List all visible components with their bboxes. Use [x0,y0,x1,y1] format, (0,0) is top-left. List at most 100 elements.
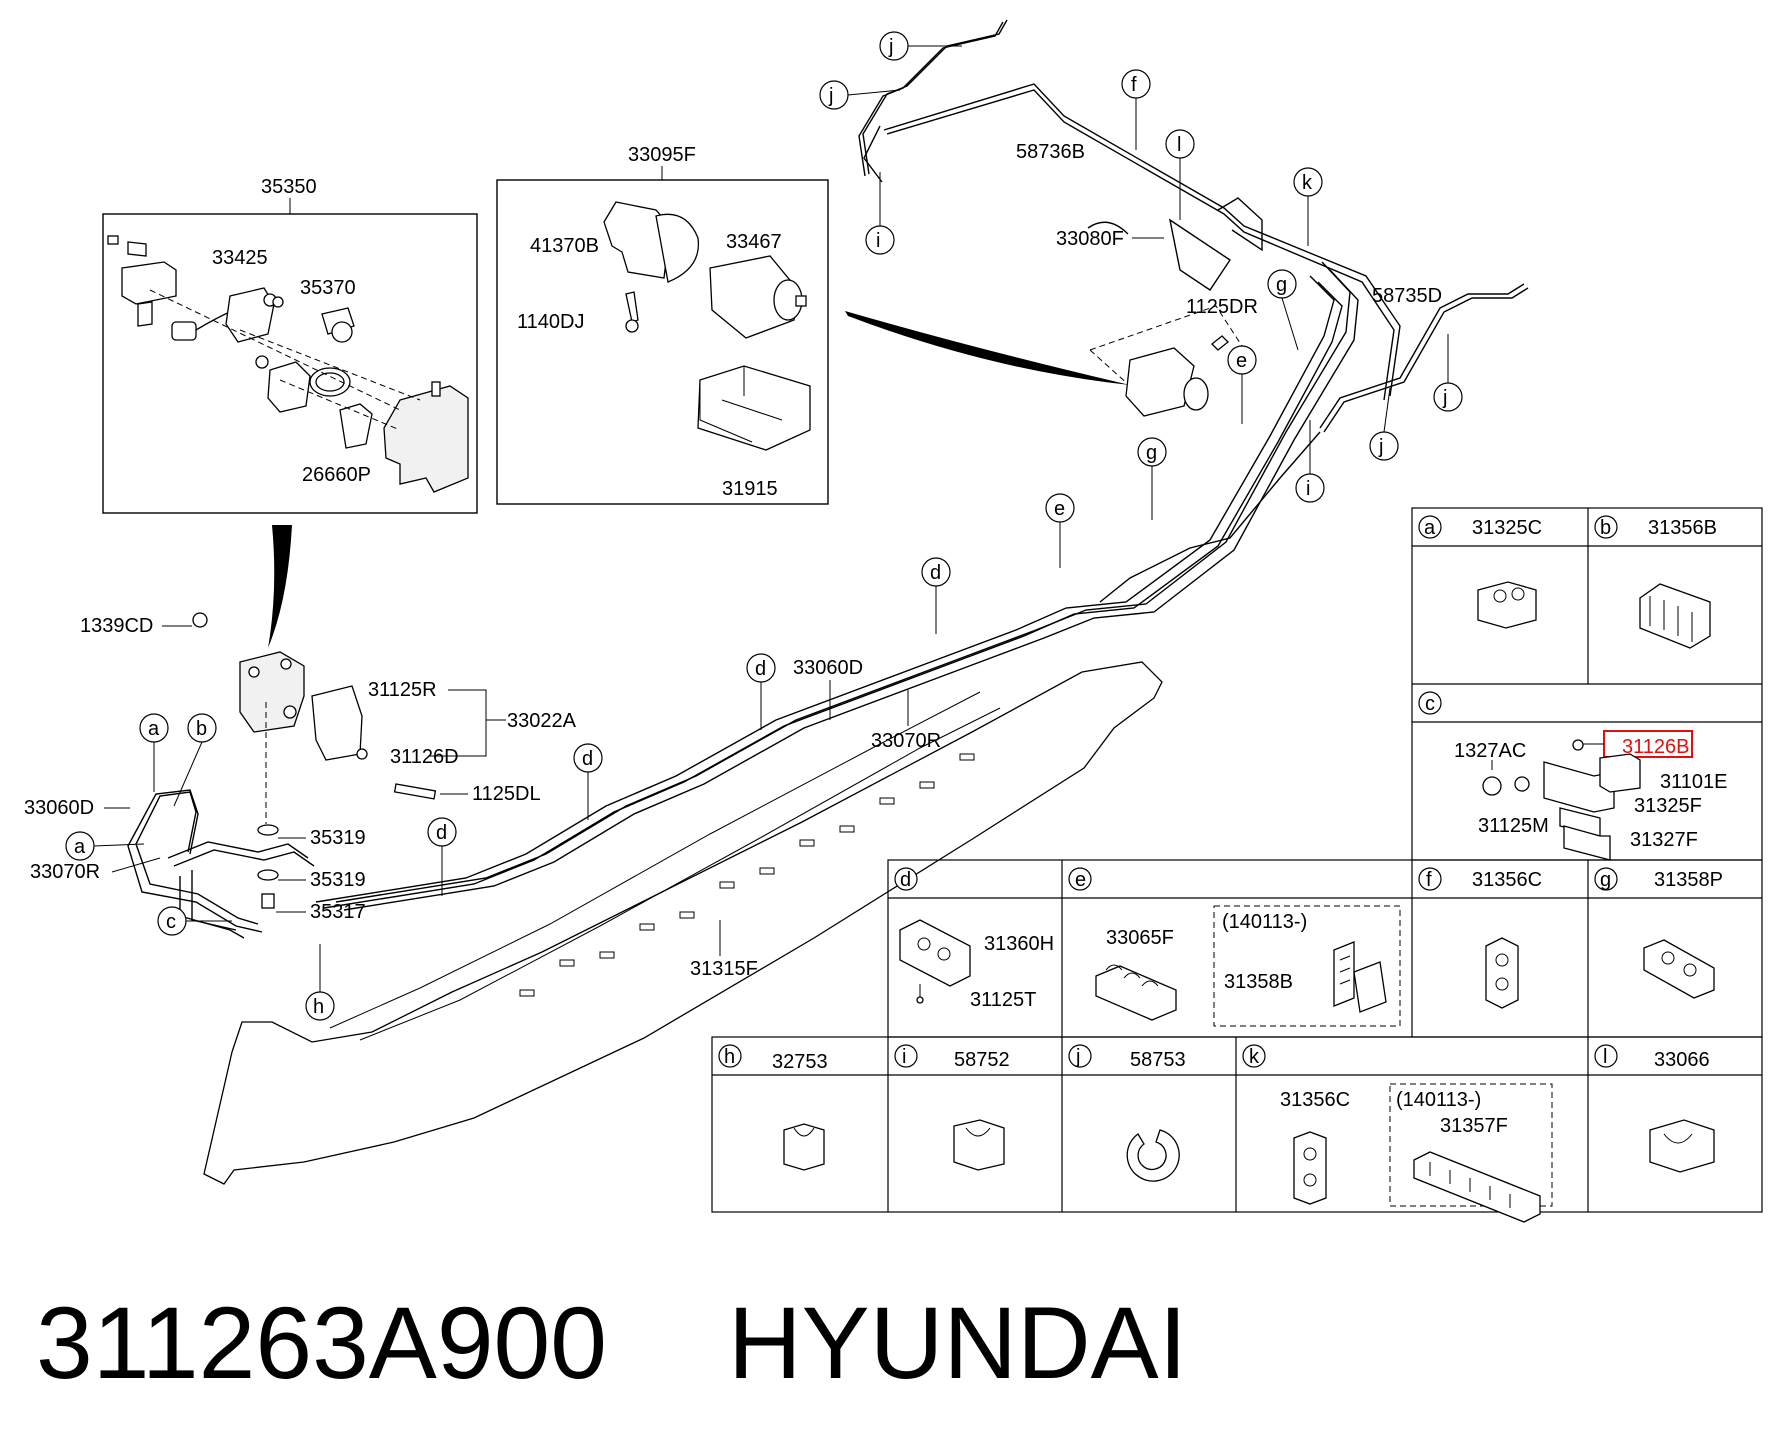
floor-rail-31315F: 31315F [203,661,1163,1185]
cell-c-31101E[interactable]: 31101E [1660,771,1727,793]
clip-table: a 31325C b 31356B c 1327AC 31126B 31101E… [711,507,1763,1223]
callout-35319-2[interactable]: 35319 [310,869,366,891]
cell-b-part[interactable]: 31356B [1648,517,1717,539]
letter-l: l [1177,134,1181,156]
callout-31915[interactable]: 31915 [722,478,778,500]
letter-b-1: b [196,718,207,740]
cell-c-31125M[interactable]: 31125M [1478,815,1549,837]
cell-k-31356C[interactable]: 31356C [1280,1089,1350,1111]
letter-j-4: j [1442,387,1447,409]
letter-bubbles-lower: a b a c h [65,713,335,1021]
letter-g-1: g [1276,274,1287,296]
cell-j-letter: j [1075,1046,1080,1068]
clip-33066-icon [1649,1119,1715,1173]
cell-g-part[interactable]: 31358P [1654,869,1723,891]
cell-j-part[interactable]: 58753 [1130,1049,1186,1071]
cell-i-part[interactable]: 58752 [954,1049,1010,1071]
upper-pipes [858,19,1529,603]
cell-d-31360H[interactable]: 31360H [984,933,1054,955]
callout-33467[interactable]: 33467 [726,231,782,253]
cell-e-letter: e [1075,869,1086,891]
letter-e-1: e [1236,350,1247,372]
pointer-wedge-33095F [845,311,1130,385]
letter-g-2: g [1146,442,1157,464]
letter-d-1: d [930,562,941,584]
callout-31125R[interactable]: 31125R [368,679,437,701]
callout-35370[interactable]: 35370 [300,277,356,299]
cell-c-letter: c [1425,693,1435,715]
clip-c-parts-icon [1482,739,1641,861]
pointer-wedge-35350 [268,525,292,648]
callout-33095F[interactable]: 33095F [628,144,696,166]
letter-f: f [1131,74,1137,96]
callout-26660P[interactable]: 26660P [302,464,371,486]
letter-h-1: h [313,996,324,1018]
callout-33070R-left[interactable]: 33070R [30,861,100,883]
hecu-assembly [192,612,437,909]
actuator-drawing [603,201,811,451]
callout-33425[interactable]: 33425 [212,247,268,269]
part-number-title: 311263A900 [36,1286,607,1400]
callout-33060D-center[interactable]: 33060D [793,657,863,679]
callout-33022A[interactable]: 33022A [507,710,577,732]
clip-31356C-k-icon [1293,1131,1327,1205]
cell-k-letter: k [1249,1046,1260,1068]
callout-1339CD[interactable]: 1339CD [80,615,153,637]
clip-33065F-icon [1095,964,1177,1021]
cell-b-letter: b [1600,517,1611,539]
callout-1125DR[interactable]: 1125DR [1186,296,1258,318]
cell-k-31357F[interactable]: 31357F [1440,1115,1508,1137]
callout-41370B[interactable]: 41370B [530,235,599,257]
callout-31315F[interactable]: 31315F [690,958,758,980]
cell-e-31358B[interactable]: 31358B [1224,971,1293,993]
clip-58752-icon [953,1119,1005,1171]
cell-f-letter: f [1426,869,1432,891]
clip-31356C-icon [1485,937,1519,1009]
callout-33070R-center[interactable]: 33070R [871,730,941,752]
clip-31357F-icon [1413,1151,1541,1223]
callout-31126D[interactable]: 31126D [390,746,459,768]
callout-58735D[interactable]: 58735D [1372,285,1442,307]
rail-slots [519,753,975,997]
cell-c-31327F[interactable]: 31327F [1630,829,1698,851]
cell-l-part[interactable]: 33066 [1654,1049,1710,1071]
letter-e-2: e [1054,498,1065,520]
inset-33095F: 33095F 41370B 33467 1140DJ 31915 [496,144,829,505]
cell-c-31325F[interactable]: 31325F [1634,795,1702,817]
cell-g-letter: g [1600,869,1611,891]
cell-d-31125T[interactable]: 31125T [970,989,1036,1011]
callout-35317[interactable]: 35317 [310,901,366,923]
letter-bubbles-upper: j j i f l k g e g e d d d [427,31,1463,896]
cell-c-1327AC[interactable]: 1327AC [1454,740,1526,762]
cell-h-part[interactable]: 32753 [772,1051,828,1073]
cell-a-part[interactable]: 31325C [1472,517,1542,539]
callout-1125DL[interactable]: 1125DL [472,783,541,805]
clip-31360H-icon [899,919,971,1004]
inset-35350: 35350 33425 35370 26660P [102,176,478,514]
cell-e-33065F[interactable]: 33065F [1106,927,1174,949]
callout-35350[interactable]: 35350 [261,176,317,198]
cell-d-letter: d [900,869,911,891]
cell-a-letter: a [1424,517,1436,539]
hecu-callouts: 1339CD 31125R 33022A 31126D 1125DL 33060… [24,615,941,923]
callout-1140DJ[interactable]: 1140DJ [517,311,584,333]
clip-32753-icon [783,1123,825,1171]
main-brake-lines [127,261,1359,939]
clip-31356B-icon [1639,583,1711,649]
callout-33060D-left[interactable]: 33060D [24,797,94,819]
cell-f-part[interactable]: 31356C [1472,869,1542,891]
clip-31358P-icon [1643,939,1715,999]
letter-k: k [1302,172,1313,194]
cell-e-140113: (140113-) [1222,911,1307,933]
callout-35319-1[interactable]: 35319 [310,827,366,849]
letter-j-2: j [828,85,833,107]
callout-58736B[interactable]: 58736B [1016,141,1085,163]
callout-33080F[interactable]: 33080F [1056,228,1124,250]
upper-callouts: 58736B 33080F 1125DR 58735D [1016,141,1442,417]
letter-d-4: d [436,822,447,844]
cell-c-31126B[interactable]: 31126B [1622,736,1689,758]
clip-31325C-icon [1477,581,1537,629]
letter-a-1: a [148,718,160,740]
cell-k-140113: (140113-) [1396,1089,1481,1111]
letter-a-2: a [74,836,86,858]
